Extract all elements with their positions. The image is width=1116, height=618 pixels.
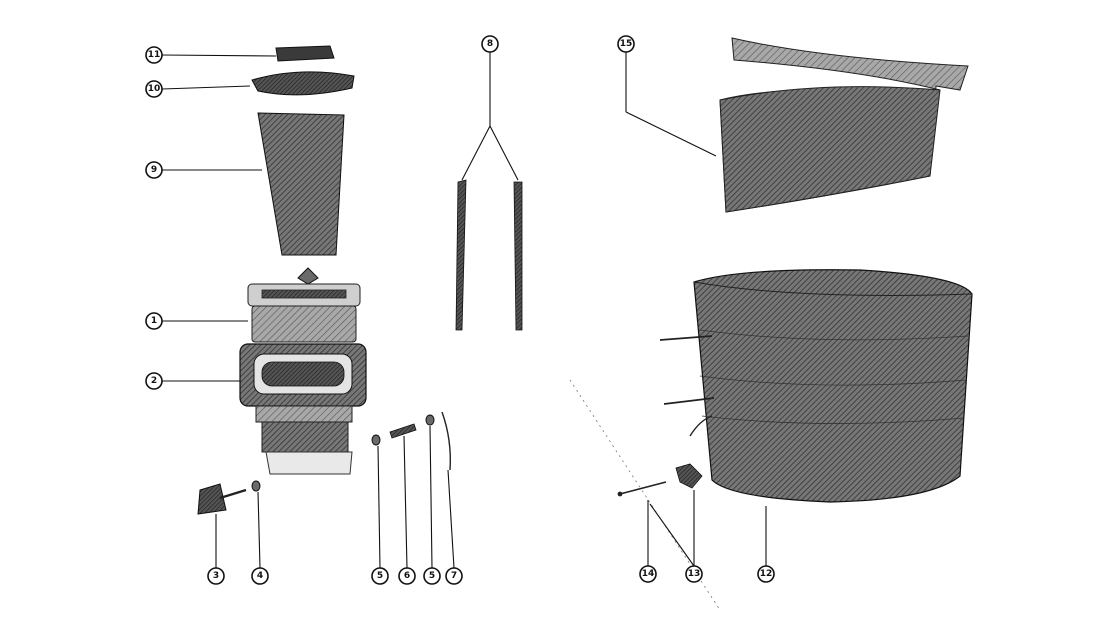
- part-5-6-7-hardware: [371, 411, 452, 471]
- callout-12: 12: [757, 565, 775, 583]
- callout-13: 13: [685, 565, 703, 583]
- callout-8-label: 8: [487, 39, 493, 49]
- callout-2-label: 2: [151, 376, 157, 386]
- part-1-2-housing: [239, 267, 367, 475]
- callout-10: 10: [145, 80, 163, 98]
- callout-5a: 5: [371, 567, 389, 585]
- part-8-seal-strips: [455, 179, 523, 331]
- callout-11: 11: [145, 46, 163, 64]
- callout-6-label: 6: [404, 571, 410, 581]
- part-15-sheet: [719, 37, 969, 213]
- leader-lines: [161, 52, 767, 569]
- callout-5a-label: 5: [377, 571, 383, 581]
- part-11-cap: [275, 45, 335, 62]
- callout-4-label: 4: [257, 571, 263, 581]
- callout-7-label: 7: [451, 571, 457, 581]
- callout-3: 3: [207, 567, 225, 585]
- callout-9-label: 9: [151, 165, 157, 175]
- callout-2: 2: [145, 372, 163, 390]
- callout-4: 4: [251, 567, 269, 585]
- part-12-shell: [659, 269, 973, 503]
- callout-11-label: 11: [148, 50, 161, 60]
- part-3-handle: [197, 483, 247, 515]
- part-14-pin: [617, 481, 667, 497]
- callout-9: 9: [145, 161, 163, 179]
- part-4-nut: [251, 480, 261, 492]
- callout-15-label: 15: [620, 39, 633, 49]
- callout-10-label: 10: [148, 84, 161, 94]
- callout-14-label: 14: [642, 569, 655, 579]
- callout-5b: 5: [423, 567, 441, 585]
- callout-5b-label: 5: [429, 571, 435, 581]
- callout-3-label: 3: [213, 571, 219, 581]
- callout-1: 1: [145, 312, 163, 330]
- callout-8: 8: [481, 35, 499, 53]
- part-10-trim: [251, 71, 355, 96]
- part-9-panel: [257, 112, 345, 256]
- callout-14: 14: [639, 565, 657, 583]
- callout-1-label: 1: [151, 316, 157, 326]
- callout-12-label: 12: [760, 569, 773, 579]
- callout-7: 7: [445, 567, 463, 585]
- part-13-fitting: [675, 463, 703, 489]
- callout-15: 15: [617, 35, 635, 53]
- callout-6: 6: [398, 567, 416, 585]
- callout-13-label: 13: [688, 569, 701, 579]
